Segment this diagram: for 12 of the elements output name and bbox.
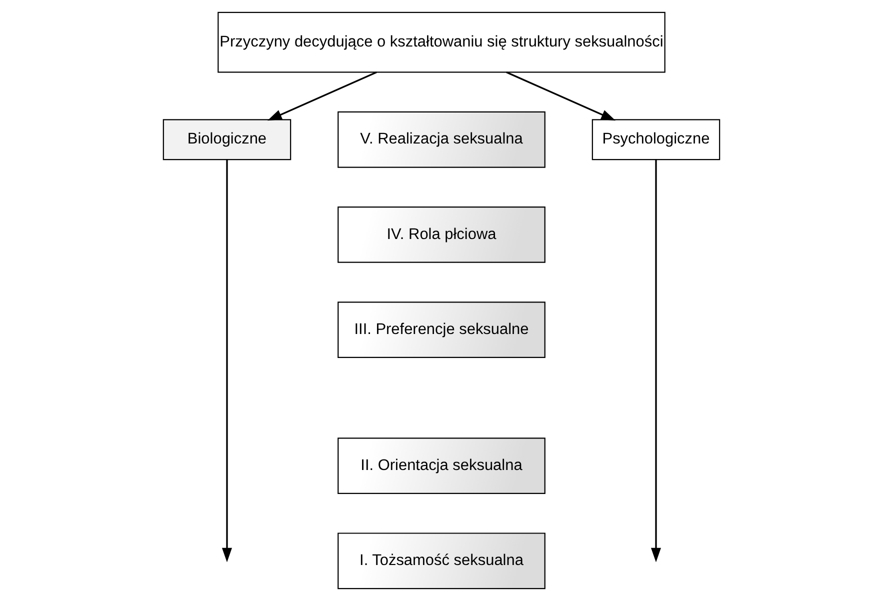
arrow xyxy=(650,160,662,562)
arrow xyxy=(267,71,377,121)
node-box: IV. Rola płciowa xyxy=(338,206,546,263)
node-box: V. Realizacja seksualna xyxy=(338,111,546,168)
arrow xyxy=(506,71,616,121)
node-box: II. Orientacja seksualna xyxy=(338,438,546,494)
arrow xyxy=(222,160,232,562)
node-box: Psychologiczne xyxy=(592,119,720,160)
node-box: Biologiczne xyxy=(162,119,292,160)
node-box: Przyczyny decydujące o kształtowaniu się struktury seksualności xyxy=(218,12,666,73)
node-box: III. Preferencje seksualne xyxy=(338,302,546,358)
node-box: I. Tożsamość seksualna xyxy=(338,532,546,590)
